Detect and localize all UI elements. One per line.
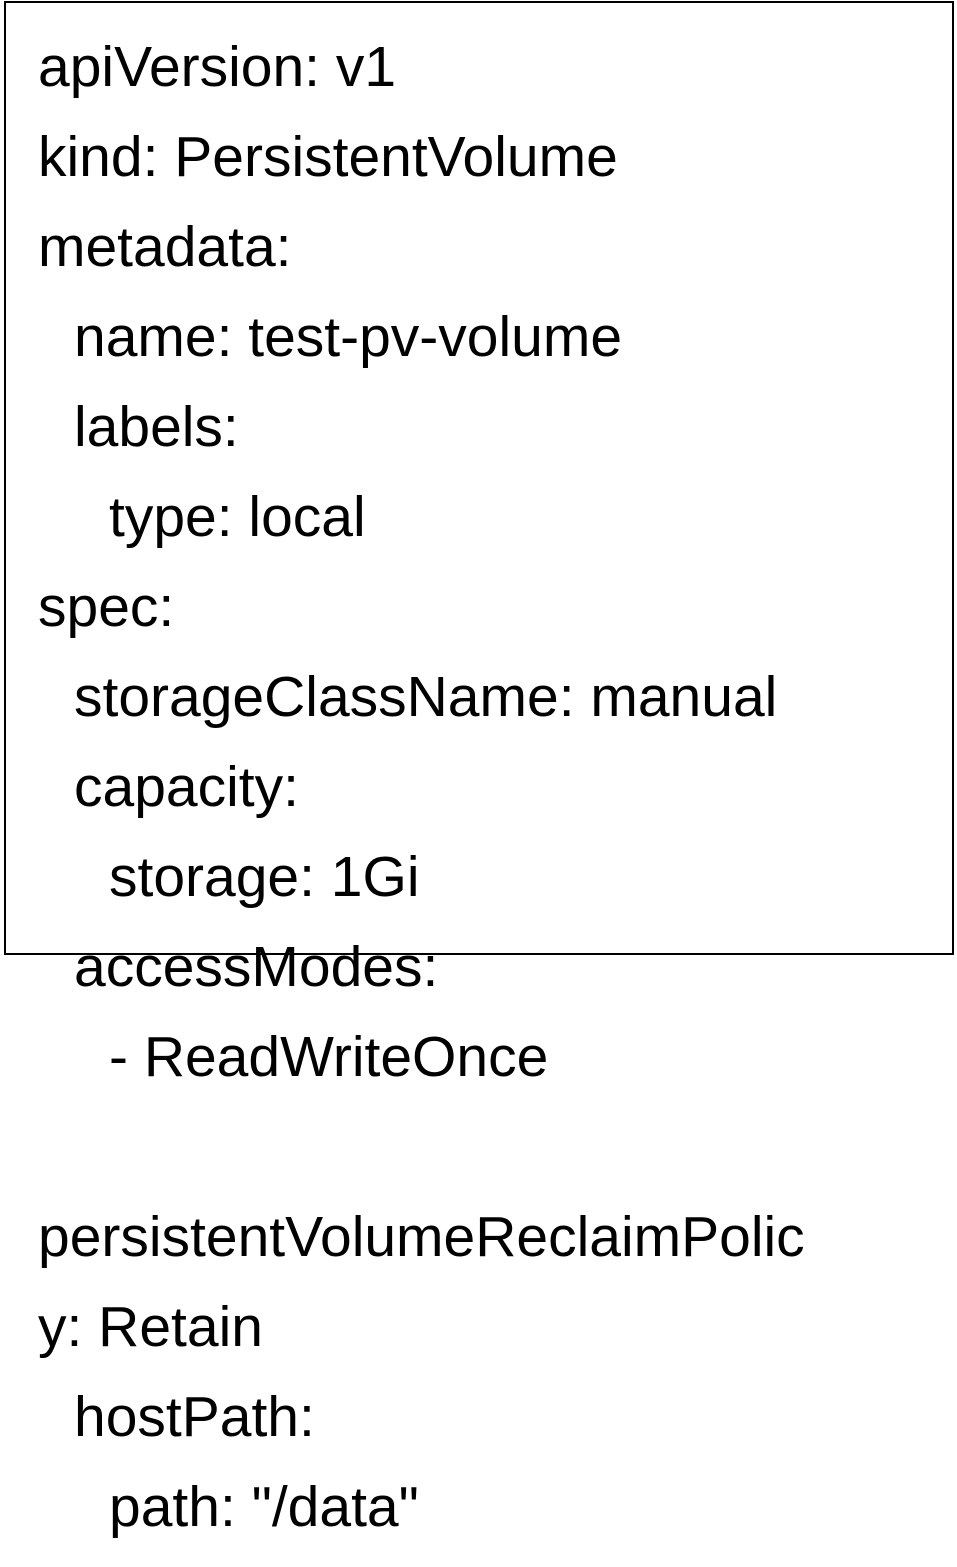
code-line-storage: storage: 1Gi	[109, 845, 420, 909]
code-line-spec: spec:	[38, 575, 175, 639]
code-line-metadata: metadata:	[38, 215, 292, 279]
code-line-kind: kind: PersistentVolume	[38, 125, 618, 189]
code-line-read-write-once: - ReadWriteOnce	[109, 1025, 549, 1089]
code-line-type: type: local	[109, 485, 366, 549]
yaml-code-block: apiVersion: v1 kind: PersistentVolume me…	[38, 22, 805, 1552]
code-line-host-path: hostPath:	[74, 1385, 315, 1449]
code-line-capacity: capacity:	[74, 755, 299, 819]
code-line-reclaim-policy-part1: persistentVolumeReclaimPolic	[38, 1205, 805, 1269]
code-line-api-version: apiVersion: v1	[38, 35, 397, 99]
code-line-storage-class-name: storageClassName: manual	[74, 665, 778, 729]
code-line-labels: labels:	[74, 395, 239, 459]
code-line-reclaim-policy-part2: y: Retain	[38, 1295, 263, 1359]
code-frame-box	[4, 1, 954, 955]
code-line-access-modes: accessModes:	[74, 935, 439, 999]
code-line-blank	[38, 1102, 805, 1192]
code-line-path: path: "/data"	[109, 1475, 419, 1539]
code-line-name: name: test-pv-volume	[74, 305, 623, 369]
